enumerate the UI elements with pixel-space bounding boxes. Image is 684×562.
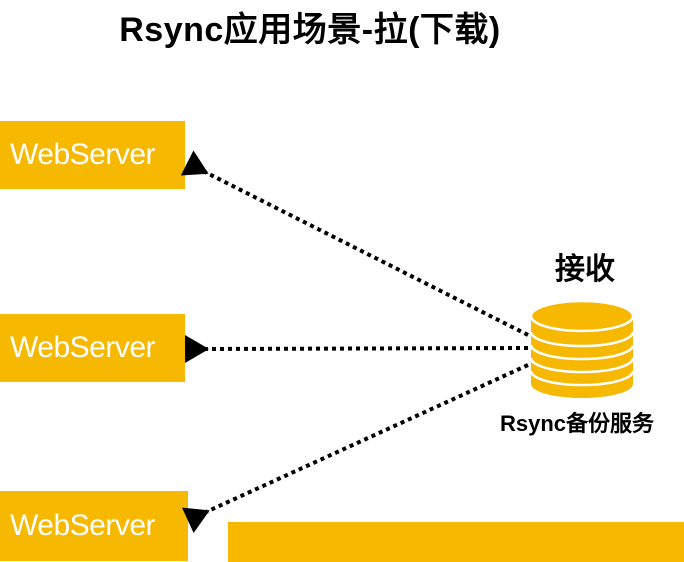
arrow-to-server-3 <box>181 363 529 534</box>
bottom-bar <box>228 522 684 562</box>
webserver-label: WebServer <box>10 331 156 364</box>
receive-label: 接收 <box>555 253 615 286</box>
arrow-to-server-1 <box>180 150 529 337</box>
database-icon <box>529 299 635 398</box>
webserver-box-1: WebServer <box>0 121 185 189</box>
webserver-label: WebServer <box>10 509 156 542</box>
rsync-service-label: Rsync备份服务 <box>499 411 655 436</box>
webserver-label: WebServer <box>10 138 156 171</box>
diagram-title: Rsync应用场景-拉(下载) <box>119 11 501 49</box>
webserver-box-3: WebServer <box>0 491 188 561</box>
webserver-box-2: WebServer <box>0 314 185 382</box>
arrow-to-server-2 <box>184 335 529 364</box>
